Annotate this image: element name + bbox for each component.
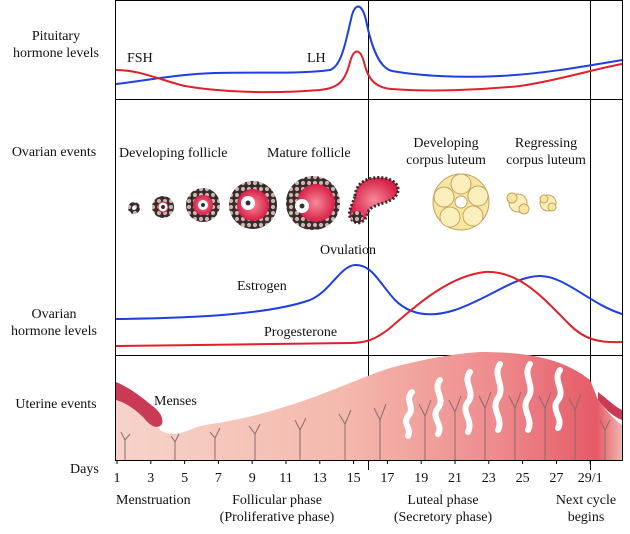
phase-luteal: Luteal phase(Secretory phase) bbox=[394, 493, 493, 525]
mature-follicle-label: Mature follicle bbox=[267, 146, 351, 161]
developing-corpus-luteum bbox=[432, 173, 490, 231]
event-labels: Developing follicle Mature follicle Ovul… bbox=[119, 136, 586, 409]
pituitary-hormone-curves bbox=[115, 5, 623, 94]
day-tick-label: 29/1 bbox=[578, 471, 603, 486]
day-tick-label: 7 bbox=[215, 471, 222, 486]
regressing-corpus-luteum-2 bbox=[539, 194, 557, 212]
day-tick-label: 11 bbox=[279, 471, 292, 486]
follicle-2 bbox=[152, 196, 174, 218]
days-label: Days bbox=[70, 462, 99, 477]
estrogen-label: Estrogen bbox=[237, 279, 287, 294]
phase-menstruation: Menstruation bbox=[116, 493, 191, 508]
row-label-uterine: Uterine events bbox=[15, 397, 96, 412]
day-tick-label: 23 bbox=[482, 471, 496, 486]
day-tick-label: 27 bbox=[549, 471, 563, 486]
ovulation-label: Ovulation bbox=[320, 243, 376, 258]
day-tick-label: 25 bbox=[516, 471, 530, 486]
corpus-luteum-stages bbox=[432, 173, 557, 231]
menses-flow bbox=[116, 382, 163, 427]
estrogen-curve bbox=[115, 263, 623, 320]
fsh-curve bbox=[115, 5, 623, 85]
regressing-corpus-luteum-1 bbox=[506, 192, 530, 215]
phase-follicular: Follicular phase(Proliferative phase) bbox=[220, 493, 335, 525]
day-tick-label: 9 bbox=[249, 471, 256, 486]
day-tick-label: 13 bbox=[313, 471, 327, 486]
progesterone-label: Progesterone bbox=[264, 325, 337, 340]
day-tick-label: 15 bbox=[347, 471, 361, 486]
follicle-3 bbox=[186, 188, 220, 222]
day-tick-label: 5 bbox=[181, 471, 188, 486]
fsh-label: FSH bbox=[127, 51, 153, 66]
endometrium bbox=[116, 352, 622, 460]
follicle-1 bbox=[128, 202, 140, 214]
curve-labels: FSH LH Estrogen Progesterone bbox=[127, 51, 337, 340]
lh-curve bbox=[115, 50, 623, 94]
day-tick-label: 17 bbox=[380, 471, 394, 486]
follicle-4 bbox=[229, 181, 277, 229]
ovarian-hormone-curves bbox=[115, 263, 623, 347]
phase-labels: Menstruation Follicular phase(Proliferat… bbox=[116, 493, 616, 525]
day-tick-label: 3 bbox=[147, 471, 154, 486]
day-tick-label: 19 bbox=[414, 471, 428, 486]
menses-label: Menses bbox=[154, 394, 197, 409]
follicle-5 bbox=[286, 176, 340, 230]
ovulating-follicle bbox=[348, 176, 400, 225]
developing-follicle-label: Developing follicle bbox=[119, 146, 227, 161]
day-tick-label: 1 bbox=[114, 471, 121, 486]
row-label-ovarian-events: Ovarian events bbox=[12, 145, 96, 160]
progesterone-curve bbox=[115, 270, 623, 347]
follicle-stages bbox=[128, 176, 400, 230]
lh-label: LH bbox=[307, 51, 326, 66]
day-tick-label: 21 bbox=[448, 471, 462, 486]
